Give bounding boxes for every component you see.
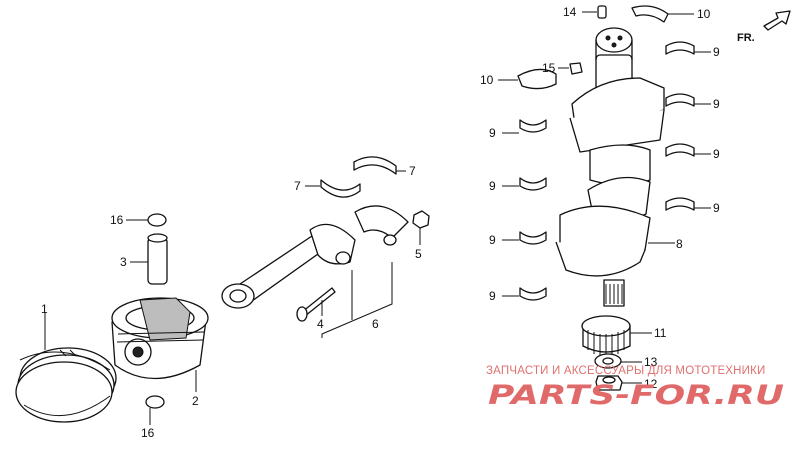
main-bearing-right-2 — [665, 93, 695, 107]
callout-12: 12 — [644, 377, 658, 391]
callout-9-left-4: 9 — [489, 289, 496, 303]
callout-14: 14 — [563, 5, 577, 19]
thrust-washer-upper — [631, 5, 669, 23]
crankshaft — [555, 27, 665, 307]
callout-9-right-2: 9 — [713, 97, 720, 111]
main-bearing-right-3 — [665, 143, 695, 157]
piston-ring-inner — [15, 361, 113, 423]
callout-11: 11 — [654, 326, 667, 340]
callout-3: 3 — [120, 255, 127, 269]
main-bearing-left-2 — [519, 177, 547, 191]
crank-gear — [581, 315, 631, 356]
callout-10-upper: 10 — [697, 7, 711, 21]
main-bearing-left-3 — [519, 231, 547, 245]
circlip-lower — [145, 395, 165, 409]
piston — [111, 297, 209, 380]
main-bearing-right-1 — [665, 41, 695, 55]
callout-15: 15 — [542, 61, 556, 75]
thrust-washer-lower — [517, 68, 557, 90]
callout-16-lower: 16 — [141, 426, 155, 440]
main-bearing-left-4 — [519, 287, 547, 301]
dowel-pin — [597, 5, 607, 19]
callout-9-left-2: 9 — [489, 179, 496, 193]
watermark-caption: ЗАПЧАСТИ И АКСЕССУАРЫ ДЛЯ МОТОТЕХНИКИ — [486, 365, 766, 377]
rod-bearing-upper — [353, 156, 397, 175]
fr-arrow-icon — [763, 10, 791, 31]
piston-rings — [15, 347, 117, 423]
callout-6: 6 — [372, 317, 379, 331]
piston-pin — [147, 233, 168, 285]
callout-7-left: 7 — [294, 179, 301, 193]
rod-bearing-lower — [320, 179, 361, 198]
callout-1: 1 — [41, 302, 48, 316]
callout-9-left-1: 9 — [489, 126, 496, 140]
rod-bolt — [296, 287, 336, 322]
knock-pin — [569, 62, 583, 75]
callout-8: 8 — [676, 237, 683, 251]
watermark-logo: PARTS-FOR.RU — [488, 380, 784, 411]
callout-9-right-4: 9 — [713, 201, 720, 215]
circlip-upper — [147, 213, 167, 227]
main-bearing-left-1 — [519, 119, 547, 133]
callout-9-right-3: 9 — [713, 147, 720, 161]
rod-cap — [354, 205, 409, 239]
rod-nut — [412, 210, 430, 229]
main-bearing-right-4 — [665, 197, 695, 211]
fr-label: FR. — [737, 32, 755, 44]
callout-9-right-1: 9 — [713, 45, 720, 59]
front-direction-indicator: FR. — [737, 10, 791, 44]
callout-16-upper: 16 — [110, 213, 124, 227]
callout-10-lower: 10 — [480, 73, 494, 87]
callout-2: 2 — [192, 394, 199, 408]
callout-9-left-3: 9 — [489, 233, 496, 247]
callout-4: 4 — [317, 317, 324, 331]
connecting-rod — [221, 205, 409, 309]
crank-nut — [595, 375, 623, 391]
callout-13: 13 — [644, 355, 658, 369]
crank-washer — [594, 353, 622, 369]
callout-7-right: 7 — [409, 164, 416, 178]
watermark: ЗАПЧАСТИ И АКСЕССУАРЫ ДЛЯ МОТОТЕХНИКИ PA… — [486, 365, 784, 411]
callout-5: 5 — [415, 247, 422, 261]
